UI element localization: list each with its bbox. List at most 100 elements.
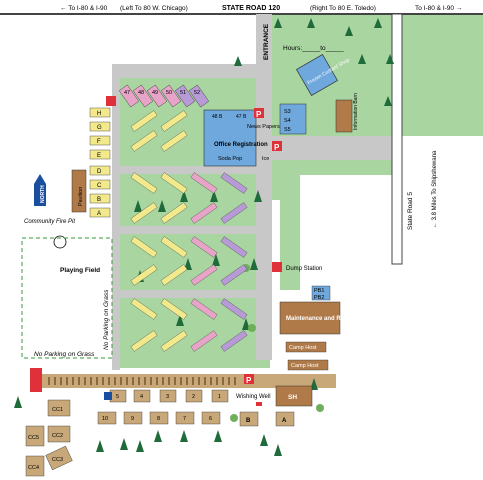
no-parking-horizontal: No Parking on Grass: [34, 351, 95, 358]
campsite-pads: [130, 110, 248, 352]
parking-sign-office: [254, 108, 264, 118]
information-barn: Information Barn: [335, 93, 359, 133]
svg-text:Information Barn: Information Barn: [353, 93, 359, 130]
svg-text:Camp Host: Camp Host: [291, 363, 319, 369]
svg-text:A: A: [97, 211, 101, 217]
svg-text:Office Registration: Office Registration: [214, 142, 268, 148]
road-label-left-i80: ← To I-80 & I-90: [60, 5, 108, 12]
svg-text:CC2: CC2: [52, 433, 63, 439]
road-label-left-chicago: (Left To 80 W. Chicago): [120, 5, 188, 12]
restroom-icon-south: [30, 368, 42, 392]
svg-text:1: 1: [218, 394, 221, 400]
road-label-entrance: ENTRANCE: [263, 23, 270, 60]
row-labels: H G F E D C B A: [89, 107, 111, 218]
svg-text:47: 47: [124, 90, 130, 96]
hours-label: Hours:_____to_____: [283, 45, 344, 52]
svg-text:S5: S5: [284, 127, 291, 133]
svg-text:F: F: [97, 139, 101, 145]
svg-text:49: 49: [152, 90, 158, 96]
svg-text:5: 5: [116, 394, 119, 400]
road-west: [112, 64, 120, 370]
no-parking-vertical: No Parking on Grass: [103, 289, 110, 350]
svg-text:2: 2: [192, 394, 195, 400]
road-entrance: [256, 14, 272, 360]
pb-sites: PB1 PB2: [311, 285, 331, 301]
svg-text:SH: SH: [288, 394, 297, 401]
dump-station-label: Dump Station: [286, 266, 322, 272]
road-label-state-road-120: STATE ROAD 120: [222, 5, 280, 12]
svg-text:C: C: [97, 183, 102, 189]
road-label-right-i80: To I-80 & I-90 →: [415, 5, 462, 12]
parking-sign-south: [244, 374, 254, 384]
svg-text:CC1: CC1: [52, 407, 63, 413]
svg-text:6: 6: [209, 416, 212, 422]
svg-text:B: B: [97, 197, 101, 203]
sh-building: SH: [275, 385, 313, 407]
camp-host-2: Camp Host: [287, 359, 329, 371]
svg-text:Soda Pop: Soda Pop: [218, 156, 242, 162]
svg-text:News Papers: News Papers: [247, 124, 280, 130]
fire-pit-icon: [53, 235, 67, 249]
svg-text:PB1: PB1: [314, 288, 324, 294]
state-road-120: [0, 13, 483, 15]
svg-text:Camp Host: Camp Host: [289, 345, 317, 351]
cabins-ab: B A: [239, 411, 295, 427]
svg-text:B: B: [246, 418, 251, 424]
svg-text:3: 3: [166, 394, 169, 400]
svg-text:S4: S4: [284, 118, 291, 124]
road-east-connector: [270, 136, 400, 160]
upper-sites: S3 S4 S5: [279, 103, 307, 135]
svg-text:47 B: 47 B: [236, 114, 247, 120]
svg-text:Ice: Ice: [262, 156, 269, 162]
svg-text:NORTH: NORTH: [40, 185, 46, 203]
dump-station-icon: [272, 262, 282, 272]
north-arrow: NORTH: [34, 174, 46, 206]
svg-text:H: H: [97, 111, 101, 117]
playing-field-label: Playing Field: [60, 267, 100, 274]
svg-text:G: G: [97, 125, 102, 131]
svg-text:8: 8: [157, 416, 160, 422]
road-north: [118, 64, 272, 78]
parking-sign-south-label: P: [246, 376, 252, 385]
community-fire-pit-label: Community Fire Pit: [24, 219, 75, 225]
svg-text:D: D: [97, 169, 102, 175]
road-campground-row-1: [120, 166, 270, 174]
road-state-road-5: [391, 13, 403, 265]
svg-text:Pavilion: Pavilion: [78, 187, 84, 206]
parking-sign-upper-label: P: [274, 143, 280, 152]
svg-text:48: 48: [138, 90, 144, 96]
svg-text:10: 10: [102, 416, 108, 422]
svg-text:CC5: CC5: [28, 435, 39, 441]
wishing-well-label: Wishing Well: [236, 394, 271, 400]
parking-sign-office-label: P: [256, 110, 262, 119]
playing-field-boundary: [21, 237, 113, 359]
frozen-custard-shop: Frozen Custard Shop: [296, 54, 351, 96]
maintenance-and-repair: Maintenance and Repair: [279, 301, 356, 335]
svg-text:A: A: [282, 418, 287, 424]
svg-text:S3: S3: [284, 109, 291, 115]
svg-text:Maintenance and Repair: Maintenance and Repair: [286, 316, 356, 322]
road-campground-row-3: [120, 290, 270, 298]
road-label-right-toledo: (Right To 80 E. Toledo): [310, 5, 376, 12]
svg-text:CC3: CC3: [52, 457, 63, 463]
road-campground-row-2: [120, 226, 270, 234]
svg-text:7: 7: [183, 416, 186, 422]
parking-sign-upper: [272, 141, 282, 151]
svg-text:PB2: PB2: [314, 295, 324, 301]
road-label-to-shipshewana: ← 3.8 Miles To Shipshewana: [432, 150, 438, 228]
svg-text:4: 4: [140, 394, 143, 400]
svg-text:E: E: [97, 153, 101, 159]
svg-text:48 B: 48 B: [212, 114, 223, 120]
cabins-row-2: 10 9 8 7 6: [97, 411, 221, 425]
top-sites: 47 48 49 50 51 52: [118, 84, 210, 108]
road-label-state-road-5: State Road 5: [407, 192, 414, 230]
accessible-icon: [104, 392, 112, 400]
camp-host-1: Camp Host: [285, 341, 327, 353]
cc-sites: CC1 CC2 CC3 CC4 CC5: [25, 399, 73, 477]
cabins-row-1: 5 4 3 2 1: [109, 389, 229, 403]
wishing-well-icon: [256, 402, 262, 406]
svg-text:52: 52: [194, 90, 200, 96]
svg-text:CC4: CC4: [28, 465, 39, 471]
restroom-icon-top: [106, 96, 116, 106]
